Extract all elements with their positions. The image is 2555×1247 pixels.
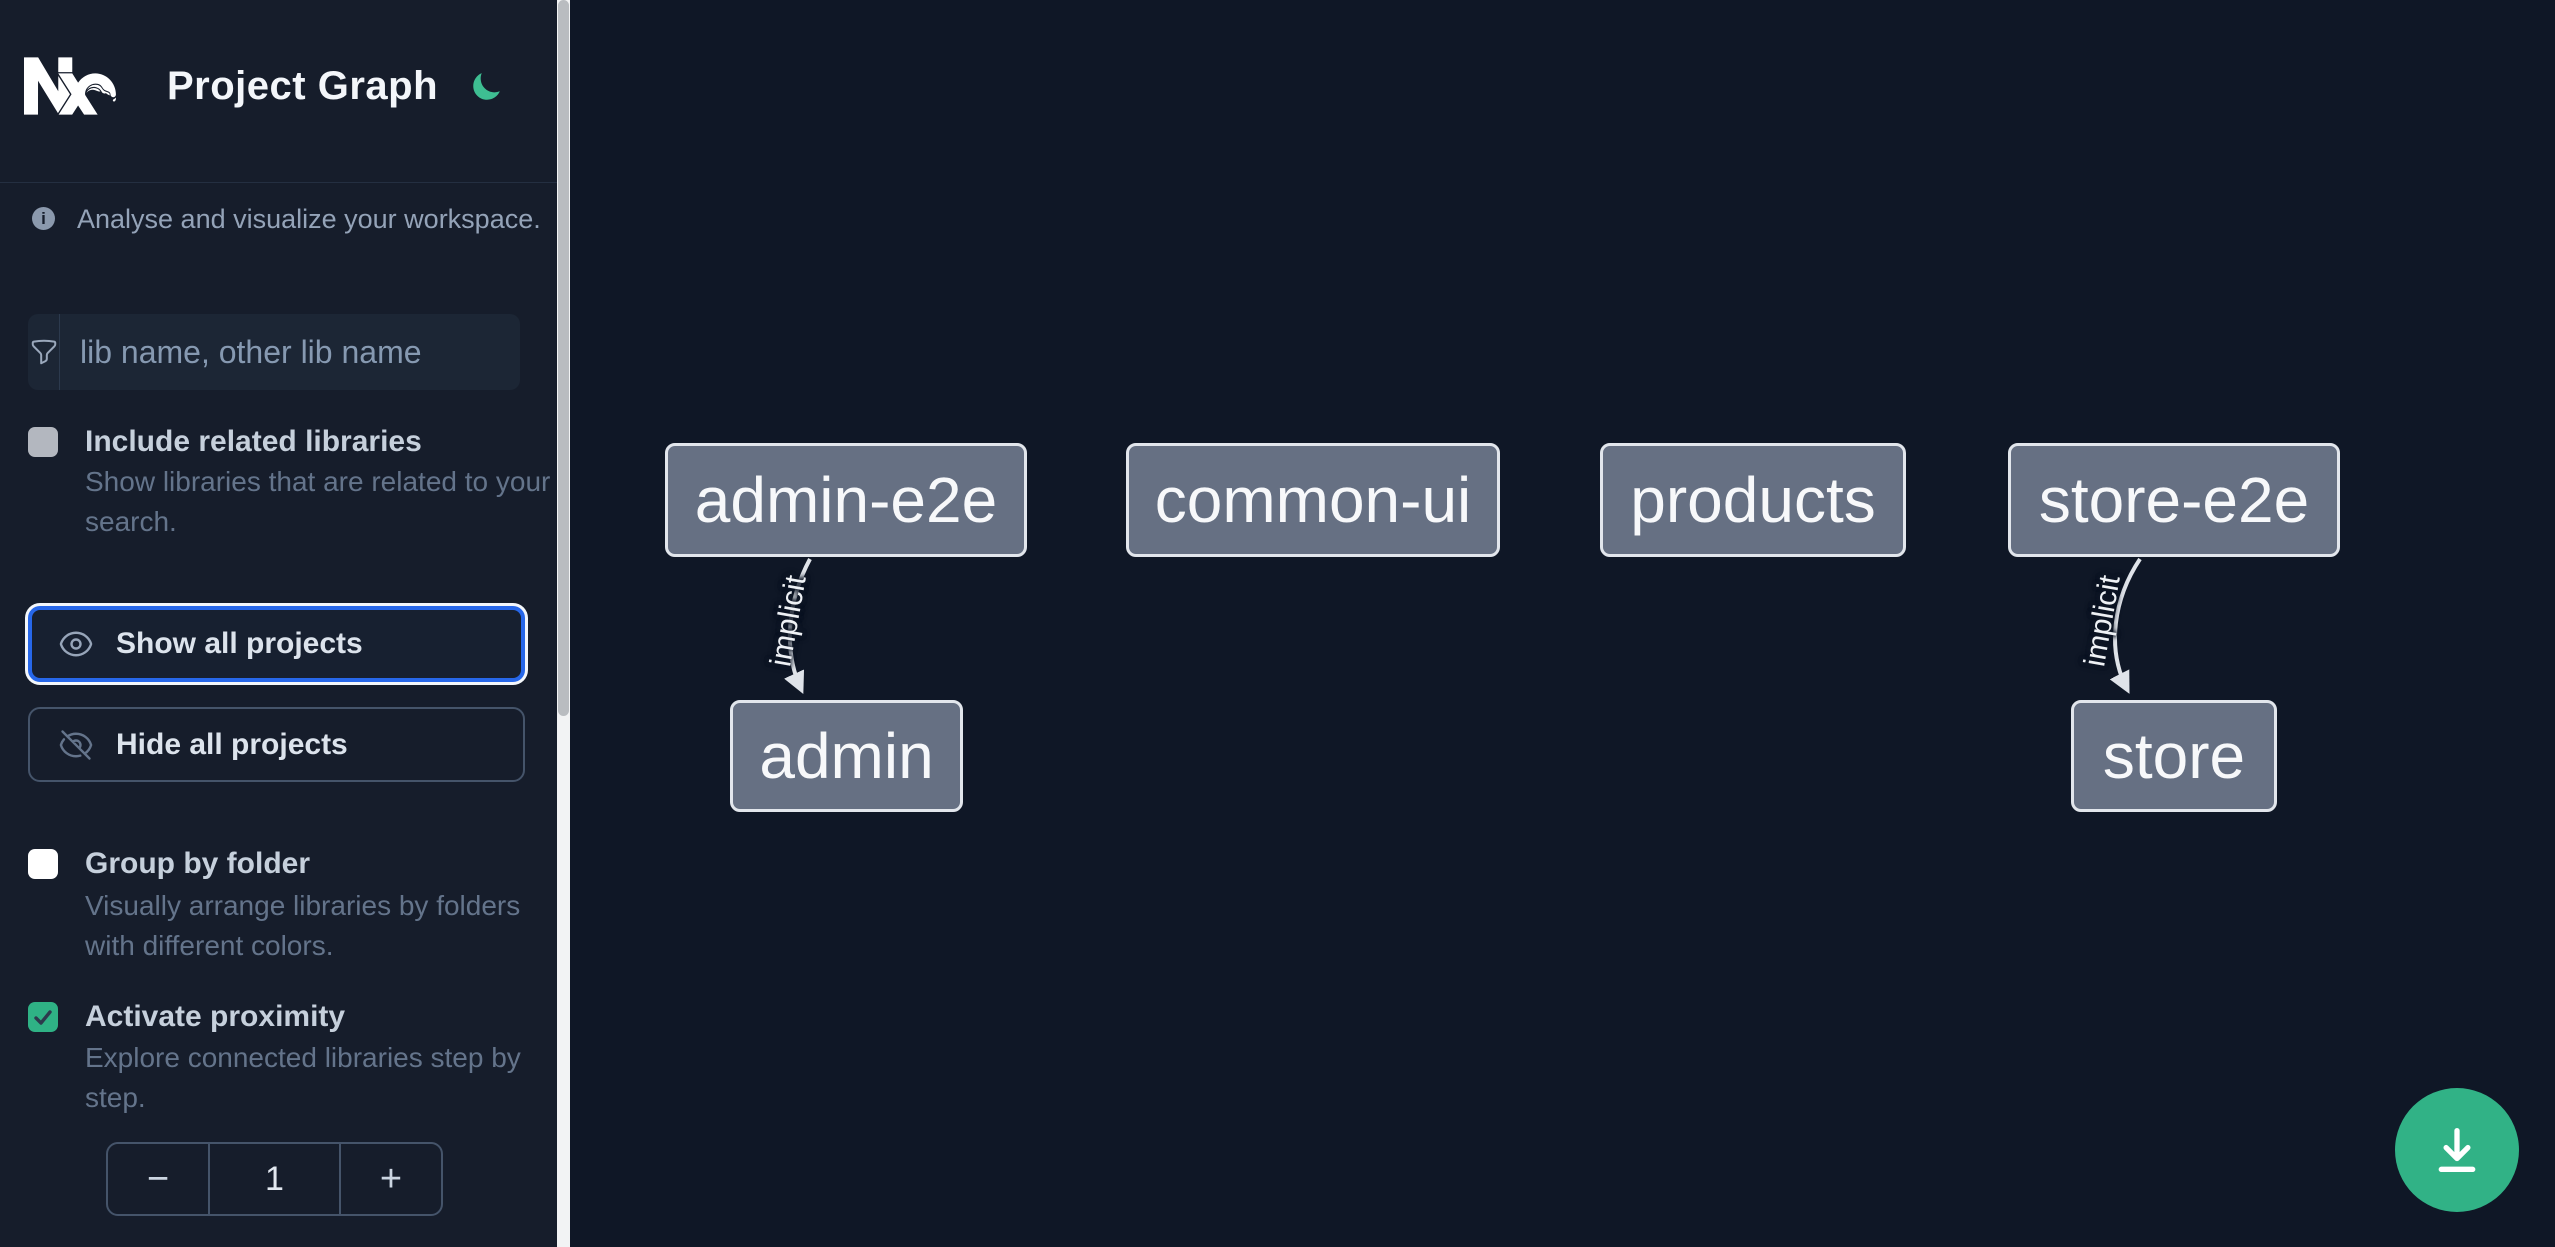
download-graph-button[interactable] xyxy=(2395,1088,2519,1212)
group-by-folder-description: Visually arrange libraries by folders wi… xyxy=(85,890,521,961)
download-icon xyxy=(2438,1128,2476,1172)
graph-node-admin[interactable]: admin xyxy=(730,700,963,812)
proximity-depth-value: 1 xyxy=(208,1144,341,1214)
page-title: Project Graph xyxy=(167,64,439,108)
show-all-projects-button[interactable]: Show all projects xyxy=(28,606,525,682)
edge-admin-e2e-to-admin xyxy=(784,558,812,694)
sidebar-header: Project Graph xyxy=(0,0,557,183)
eye-icon xyxy=(59,631,93,657)
sidebar: Project Graph i Analyse and visualize yo… xyxy=(0,0,557,1247)
funnel-icon xyxy=(28,314,60,390)
activate-proximity-description: Explore connected libraries step by step… xyxy=(85,1042,521,1113)
graph-node-common-ui[interactable]: common-ui xyxy=(1126,443,1500,557)
include-related-description: Show libraries that are related to your … xyxy=(85,466,551,537)
include-related-checkbox[interactable] xyxy=(28,427,58,457)
activate-proximity-label: Activate proximity xyxy=(85,1000,346,1033)
sidebar-scrollbar-thumb[interactable] xyxy=(558,0,569,716)
moon-icon xyxy=(473,73,500,100)
edge-store-e2e-to-store xyxy=(2109,557,2142,694)
info-icon: i xyxy=(32,207,55,230)
graph-node-admin-e2e[interactable]: admin-e2e xyxy=(665,443,1027,557)
search-box xyxy=(28,314,520,390)
increment-button[interactable]: + xyxy=(341,1144,441,1214)
hide-all-projects-button[interactable]: Hide all projects xyxy=(28,707,525,782)
group-by-folder-checkbox[interactable] xyxy=(28,849,58,879)
search-input[interactable] xyxy=(60,314,520,390)
group-by-folder-label: Group by folder xyxy=(85,847,310,880)
include-related-label: Include related libraries xyxy=(85,425,422,458)
nx-logo-icon xyxy=(24,57,116,115)
graph-node-store[interactable]: store xyxy=(2071,700,2277,812)
sidebar-scrollbar-track[interactable] xyxy=(557,0,570,1247)
edge-label-implicit: implicit xyxy=(2078,572,2127,669)
theme-toggle-button[interactable] xyxy=(468,70,504,106)
tagline-row: i Analyse and visualize your workspace. xyxy=(0,200,557,244)
check-icon xyxy=(34,1010,52,1025)
decrement-button[interactable]: − xyxy=(108,1144,208,1214)
hide-all-projects-label: Hide all projects xyxy=(116,727,348,761)
show-all-projects-label: Show all projects xyxy=(116,627,363,660)
eye-off-icon xyxy=(59,729,93,760)
proximity-depth-stepper: − 1 + xyxy=(106,1142,443,1216)
tagline-text: Analyse and visualize your workspace. xyxy=(77,204,541,234)
graph-node-products[interactable]: products xyxy=(1600,443,1906,557)
edge-label-implicit: implicit xyxy=(764,572,813,669)
graph-node-store-e2e[interactable]: store-e2e xyxy=(2008,443,2340,557)
activate-proximity-checkbox[interactable] xyxy=(28,1002,58,1032)
